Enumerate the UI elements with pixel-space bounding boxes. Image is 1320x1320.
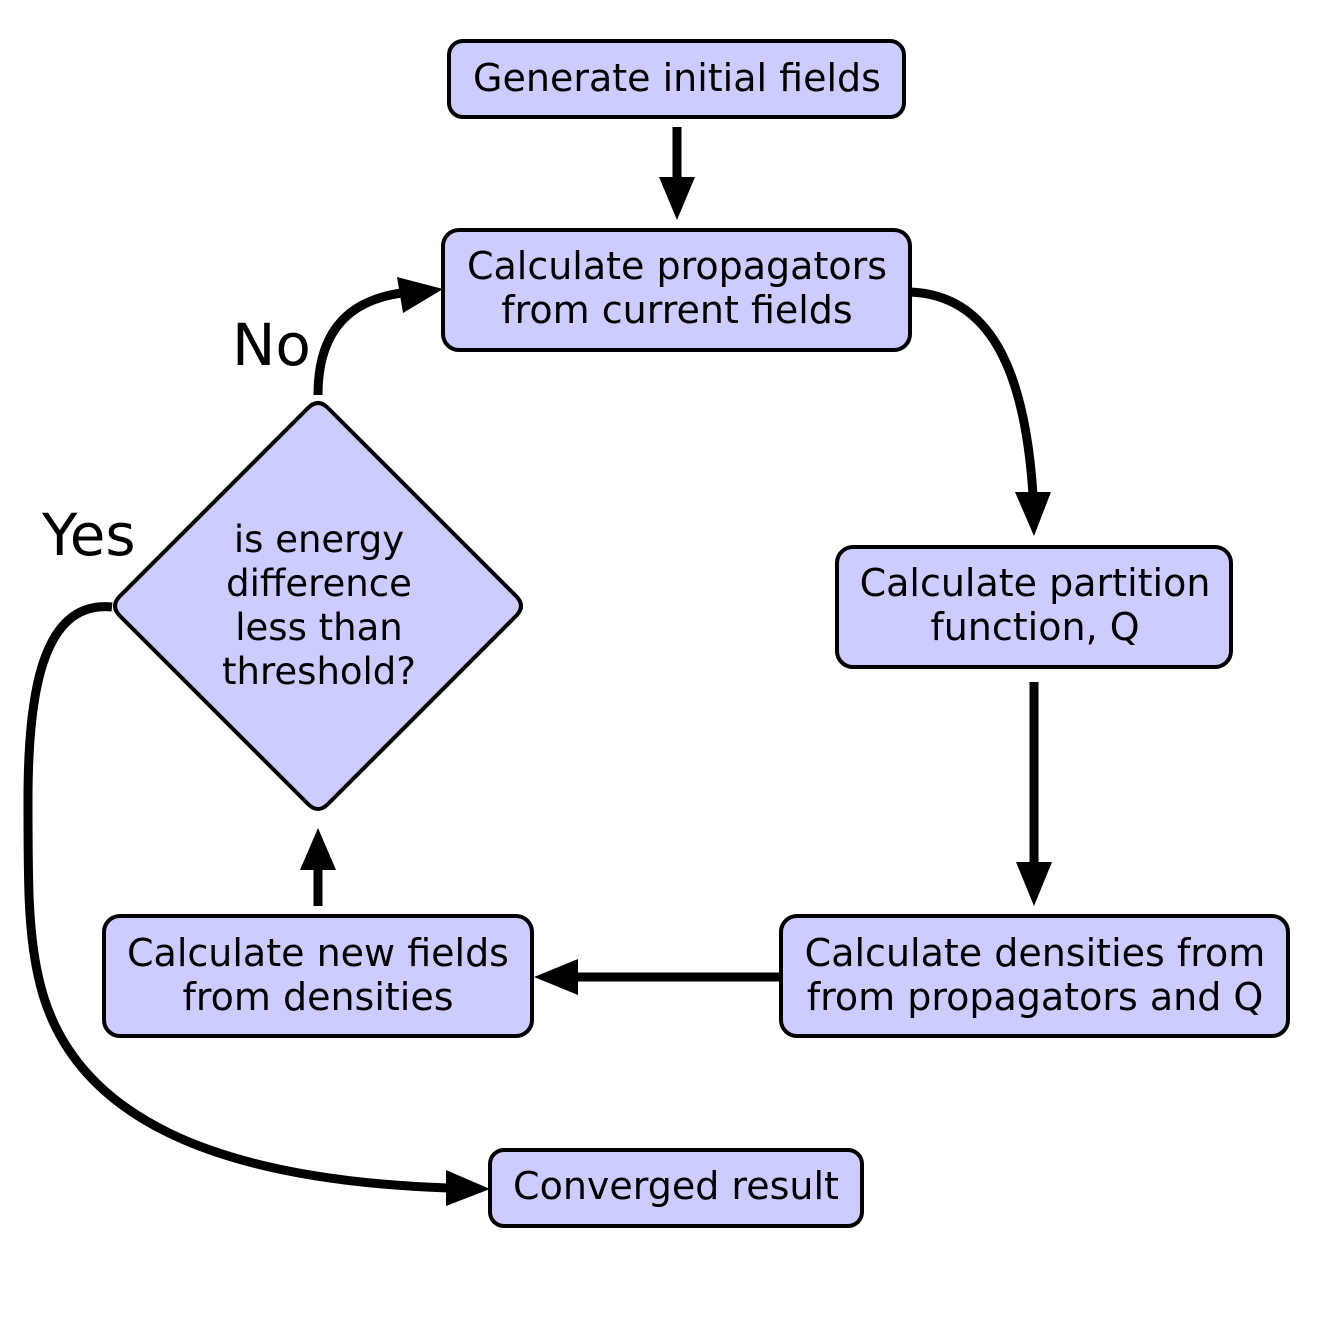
node-label-line: from densities	[182, 975, 453, 1019]
node-calculate-propagators: Calculate propagators from current field…	[441, 228, 912, 352]
node-label-line: Calculate propagators	[467, 244, 887, 288]
node-label-line: Calculate densities from	[805, 931, 1266, 975]
node-label-line: difference	[226, 562, 412, 605]
edge-partition-to-densities	[1016, 682, 1052, 906]
edges	[23, 127, 1052, 1206]
node-label-line: threshold?	[222, 650, 416, 693]
node-label-line: from propagators and Q	[807, 975, 1264, 1019]
node-decision-energy-threshold: is energy difference less than threshold…	[113, 401, 523, 811]
node-label-line: Calculate new fields	[127, 931, 509, 975]
node-label-line: Converged result	[513, 1164, 839, 1208]
node-label-line: Generate initial fields	[473, 56, 881, 100]
edge-decision-no-to-propagators	[313, 277, 443, 396]
node-label-line: from current fields	[501, 288, 852, 332]
edge-generate-to-propagators	[659, 127, 695, 220]
edge-new-fields-to-decision	[300, 828, 336, 906]
edge-label-no: No	[232, 311, 311, 379]
node-calculate-densities: Calculate densities from from propagator…	[779, 914, 1290, 1038]
node-converged-result: Converged result	[488, 1148, 864, 1228]
node-label-line: less than	[235, 606, 402, 649]
node-label-line: function, Q	[930, 605, 1139, 649]
edge-decision-yes-to-converged	[23, 602, 490, 1206]
node-calculate-partition-function: Calculate partition function, Q	[835, 545, 1233, 669]
edge-densities-to-new-fields	[534, 959, 780, 995]
edge-label-yes: Yes	[41, 501, 136, 569]
node-calculate-new-fields: Calculate new fields from densities	[102, 914, 534, 1038]
node-label-line: is energy	[234, 518, 404, 561]
node-generate-initial-fields: Generate initial fields	[447, 39, 906, 119]
node-label-line: Calculate partition	[860, 561, 1211, 605]
edge-propagators-to-partition	[909, 287, 1051, 536]
